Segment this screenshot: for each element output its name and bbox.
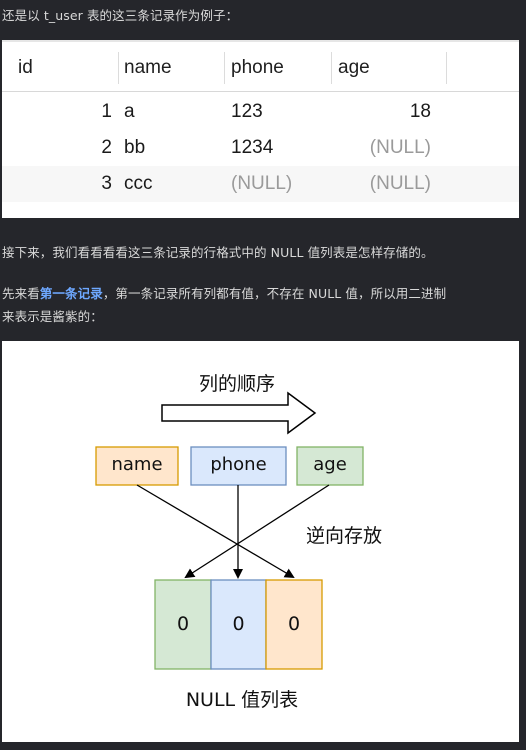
bit-value: 0	[232, 613, 245, 635]
arrow-age-to-first	[184, 484, 330, 579]
null-list-diagram: 列的顺序 name phone age 逆向存放 0 0 0 NULL 值列表	[2, 341, 519, 742]
cell-phone: 1234	[231, 137, 274, 158]
table-row: 2 bb 1234 (NULL)	[2, 130, 519, 166]
first-record-prefix: 先来看	[2, 286, 40, 301]
column-divider	[446, 52, 447, 84]
column-header-phone: phone	[231, 57, 284, 78]
null-list-label: NULL 值列表	[185, 689, 299, 711]
bit-value: 0	[287, 613, 301, 635]
cell-id: 1	[101, 101, 112, 122]
reverse-storage-label: 逆向存放	[305, 525, 382, 547]
first-record-paragraph-line2: 来表示是酱紫的：	[2, 309, 103, 324]
first-record-link[interactable]: 第一条记录	[39, 286, 103, 301]
name-box-label: name	[111, 454, 163, 475]
table-row: 3 ccc (NULL) (NULL)	[2, 166, 519, 202]
age-box	[296, 446, 364, 486]
cell-phone: (NULL)	[231, 173, 293, 194]
column-header-name: name	[124, 57, 172, 78]
age-box-label: age	[313, 454, 347, 475]
bit-value: 0	[176, 613, 190, 635]
intro-paragraph: 还是以 t_user 表的这三条记录作为例子：	[2, 8, 239, 23]
table-header: id name phone age	[2, 40, 519, 92]
cell-age: 18	[409, 101, 431, 122]
explanation-paragraph: 接下来，我们看看看看这三条记录的行格式中的 NULL 值列表是怎样存储的。	[2, 245, 434, 260]
cell-id: 2	[101, 137, 112, 158]
phone-box	[190, 446, 287, 486]
column-order-arrow	[161, 391, 317, 435]
bit-box-name	[265, 579, 323, 670]
cell-age: (NULL)	[369, 137, 431, 158]
column-header-id: id	[18, 57, 33, 78]
first-record-paragraph: 先来看第一条记录，第一条记录所有列都有值，不存在 NULL 值，所以用二进制	[2, 283, 446, 302]
bit-box-age	[154, 579, 212, 670]
cell-phone: 123	[231, 101, 263, 122]
cell-name: a	[124, 101, 135, 122]
column-divider	[224, 52, 225, 84]
column-divider	[118, 52, 119, 84]
diagram-canvas	[95, 391, 364, 670]
name-box	[95, 446, 179, 486]
column-order-label: 列的顺序	[198, 373, 275, 395]
user-table-image: id name phone age 1 a 123 18 2 bb 1234 (…	[2, 40, 519, 218]
cell-name: bb	[124, 137, 146, 158]
cell-id: 3	[101, 173, 112, 194]
first-record-suffix: ，第一条记录所有列都有值，不存在 NULL 值，所以用二进制	[102, 286, 447, 301]
column-divider	[331, 52, 332, 84]
cell-name: ccc	[124, 173, 153, 194]
cell-age: (NULL)	[369, 173, 431, 194]
table-row: 1 a 123 18	[2, 94, 519, 130]
phone-box-label: phone	[210, 454, 267, 475]
column-header-age: age	[338, 57, 370, 78]
arrow-name-to-last	[136, 484, 295, 579]
